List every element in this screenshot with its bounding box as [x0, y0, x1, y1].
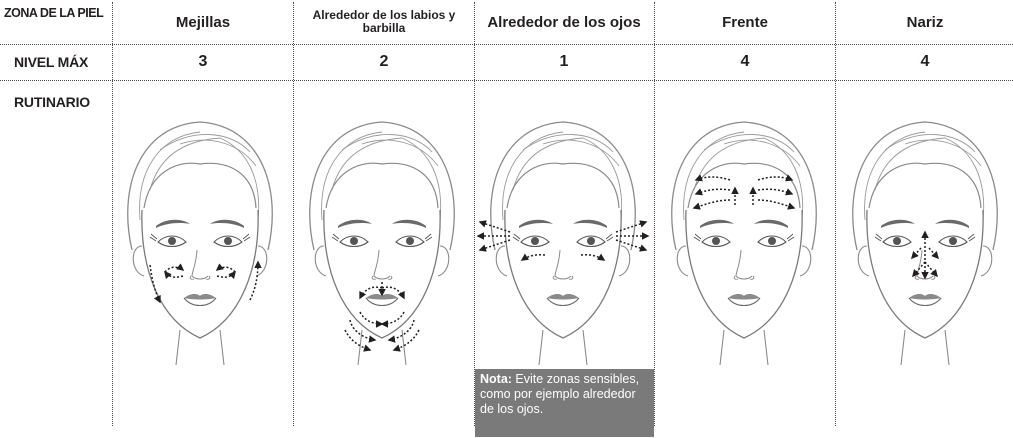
zone-header-cheeks: Mejillas	[175, 13, 231, 31]
row-label-level: NIVEL MÁX	[14, 54, 89, 70]
zone-header-forehead: Frente	[722, 13, 768, 31]
level-value-nose: 4	[920, 53, 930, 70]
row-label-zone: ZONA DE LA PIEL	[4, 6, 104, 20]
lips-chin-face-illustration	[309, 121, 455, 366]
eyes-face-illustration	[476, 121, 650, 366]
column-divider	[654, 2, 655, 426]
zone-header-eyes: Alrededor de los ojos	[487, 13, 641, 31]
level-value-cheeks: 3	[198, 53, 208, 70]
level-value-eyes: 1	[559, 53, 569, 70]
note-text: Evite zonas sensibles, como por ejemplo …	[480, 372, 640, 416]
column-divider	[293, 2, 294, 426]
level-value-lips-chin: 2	[379, 53, 389, 70]
nose-face-illustration	[852, 121, 998, 366]
zone-header-lips-chin: Alrededor de los labios y barbilla	[312, 8, 456, 35]
row-divider	[0, 80, 1013, 81]
sensitive-zone-note: Nota: Evite zonas sensibles, como por ej…	[475, 369, 654, 437]
column-divider	[112, 2, 113, 426]
column-divider	[474, 2, 475, 426]
cheeks-face-illustration	[127, 121, 273, 366]
row-divider	[0, 44, 1013, 45]
note-label: Nota:	[480, 372, 512, 386]
level-value-forehead: 4	[740, 53, 750, 70]
column-divider	[835, 2, 836, 426]
row-label-routine: RUTINARIO	[14, 94, 90, 110]
forehead-face-illustration	[671, 121, 817, 366]
zone-header-nose: Nariz	[906, 13, 944, 31]
